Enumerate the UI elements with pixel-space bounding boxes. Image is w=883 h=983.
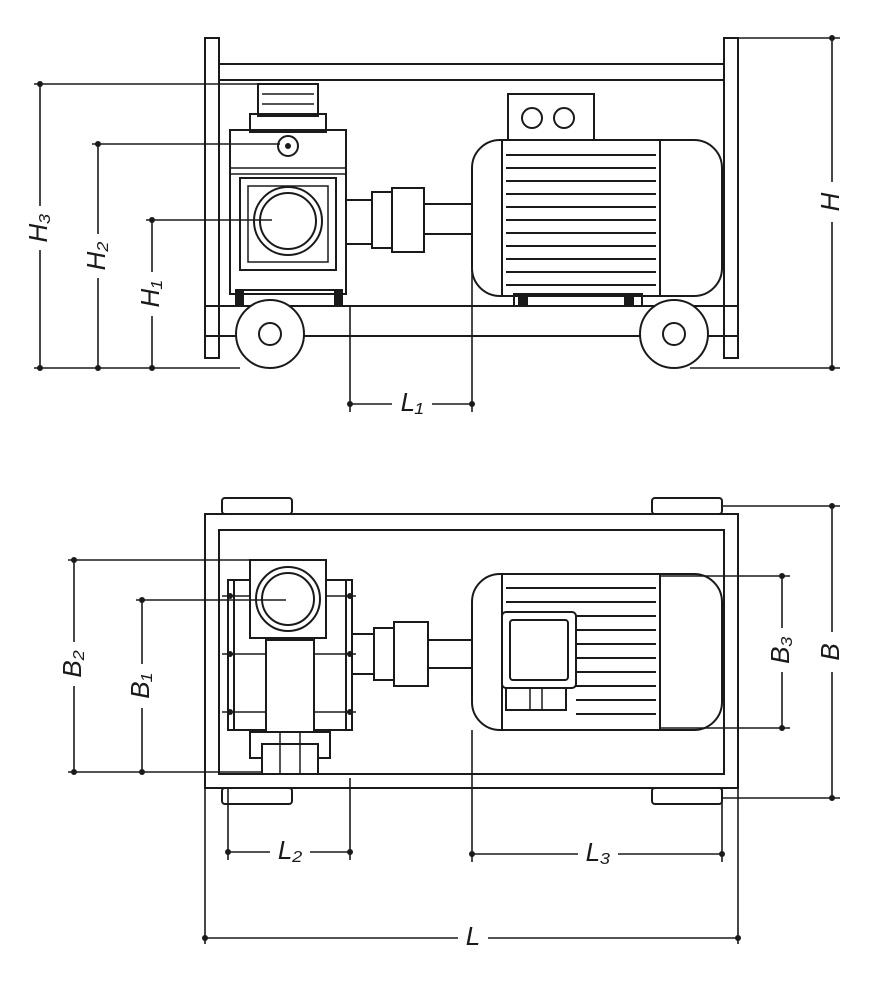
plan-wheels	[221, 497, 723, 805]
side-pump	[229, 83, 347, 307]
plan-view	[204, 497, 739, 805]
dim-L1: L₁	[347, 234, 475, 418]
dim-H1: H₁	[135, 217, 272, 371]
dim-L: L	[202, 788, 741, 952]
side-motor	[471, 93, 723, 307]
dim-B3: B₃	[660, 573, 795, 731]
plan-coupling	[351, 621, 473, 687]
dim-H1-label: H₁	[135, 281, 165, 308]
dim-H2: H₂	[81, 141, 280, 371]
dim-L2-label: L₂	[278, 835, 302, 865]
side-wheel-left	[235, 299, 305, 369]
dim-B-label: B	[815, 643, 845, 660]
dim-H2-label: H₂	[81, 242, 111, 271]
dim-B2: B₂	[57, 557, 262, 775]
dim-L3: L₃	[469, 730, 725, 868]
side-coupling	[345, 187, 473, 253]
dim-B1: B₁	[125, 597, 286, 775]
dim-H: H	[690, 35, 845, 371]
dim-H3-label: H₃	[23, 213, 53, 242]
dim-B1-label: B₁	[125, 673, 155, 699]
side-motor-fins	[506, 154, 656, 286]
dim-B: B	[722, 503, 845, 801]
dim-B2-label: B₂	[57, 650, 87, 677]
plan-pump	[222, 559, 356, 775]
plan-motor-fins	[506, 587, 656, 715]
side-wheel-right	[639, 299, 709, 369]
dim-B3-label: B₃	[765, 636, 795, 664]
plan-motor	[471, 573, 723, 731]
dim-L3-label: L₃	[586, 837, 611, 867]
dim-L-label: L	[466, 921, 480, 951]
dim-L1-label: L₁	[401, 387, 424, 417]
dim-H3: H₃	[23, 81, 258, 371]
dim-L2: L₂	[225, 778, 353, 866]
dim-H-label: H	[815, 192, 845, 211]
